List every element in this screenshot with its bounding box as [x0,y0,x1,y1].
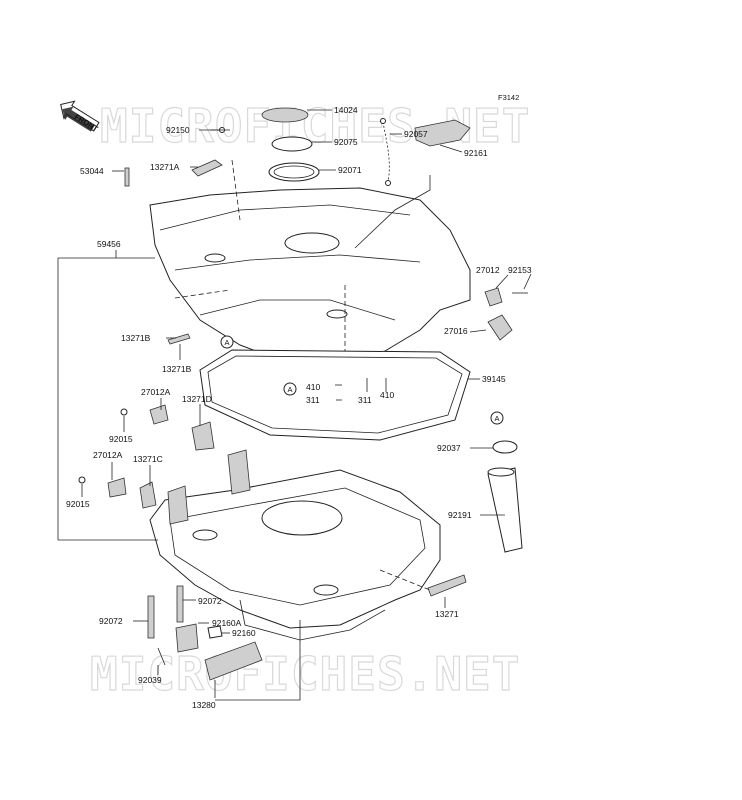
label-311-b: 311 [358,395,372,405]
label-27012A-a: 27012A [141,387,171,397]
strap-92072-a [147,595,155,639]
strap-92072-b [176,585,184,623]
callout-a-1-text: A [225,338,230,347]
label-13271: 13271 [435,609,459,619]
label-27012: 27012 [476,265,500,275]
label-92075: 92075 [334,137,358,147]
label-92015-a: 92015 [109,434,133,444]
tube-92191 [487,467,523,553]
label-92161: 92161 [464,148,488,158]
label-92160: 92160 [232,628,256,638]
latch-27016 [487,314,513,341]
label-13280: 13280 [192,700,216,710]
bracket-13271B [167,333,191,345]
front-arrow-icon [60,100,100,132]
pad-92160A [175,623,199,653]
leader-lines [57,109,532,701]
bracket-27012A-a [149,404,169,425]
striker-left [227,449,251,495]
part-labels: 14024 92150 92075 92057 92161 13271A 920… [66,105,532,710]
cord-92057 [382,121,390,183]
bracket-27012A-b [107,477,127,498]
latch-27012 [484,287,503,307]
callout-a-3-text: A [495,414,500,423]
pad-92161 [414,119,471,147]
label-92071: 92071 [338,165,362,175]
label-92191: 92191 [448,510,472,520]
label-13271A: 13271A [150,162,180,172]
callout-a-1 [220,335,234,349]
label-59456: 59456 [97,239,121,249]
label-27016: 27016 [444,326,468,336]
pad-92160 [207,625,223,639]
cap-14024 [261,107,309,123]
pin-53044 [124,167,130,187]
label-53044: 53044 [80,166,104,176]
label-92072-a: 92072 [198,596,222,606]
bracket-13271D [191,421,215,451]
lower-deck [149,469,441,641]
hood-gasket [199,349,471,441]
label-92153: 92153 [508,265,532,275]
label-27012A-b: 27012A [93,450,123,460]
label-92037: 92037 [437,443,461,453]
striker-right [167,485,189,525]
label-13271C: 13271C [133,454,163,464]
label-13271D: 13271D [182,394,212,404]
label-39145: 39145 [482,374,506,384]
label-13271B-a: 13271B [121,333,151,343]
figure-code: F3142 [498,93,519,102]
label-92150: 92150 [166,125,190,135]
label-92039: 92039 [138,675,162,685]
bracket-13271C [139,481,157,509]
clamp-92037 [492,440,518,454]
label-410-b: 410 [380,390,394,400]
label-410-a: 410 [306,382,320,392]
seal-92075 [271,136,313,152]
label-92057: 92057 [404,129,428,139]
label-13271B-b: 13271B [162,364,192,374]
watermark-bottom: MICROFICHES.NET [90,647,520,701]
bracket-13271 [427,574,467,597]
label-92015-b: 92015 [66,499,90,509]
callout-a-2 [283,382,297,396]
label-14024: 14024 [334,105,358,115]
callout-a-2-text: A [288,385,293,394]
bracket-13271A [191,159,223,177]
label-92072-b: 92072 [99,616,123,626]
label-92160A: 92160A [212,618,242,628]
plate-13280 [204,641,263,681]
callout-a-3 [490,411,504,425]
label-311-a: 311 [306,395,320,405]
upper-hood [149,187,471,369]
